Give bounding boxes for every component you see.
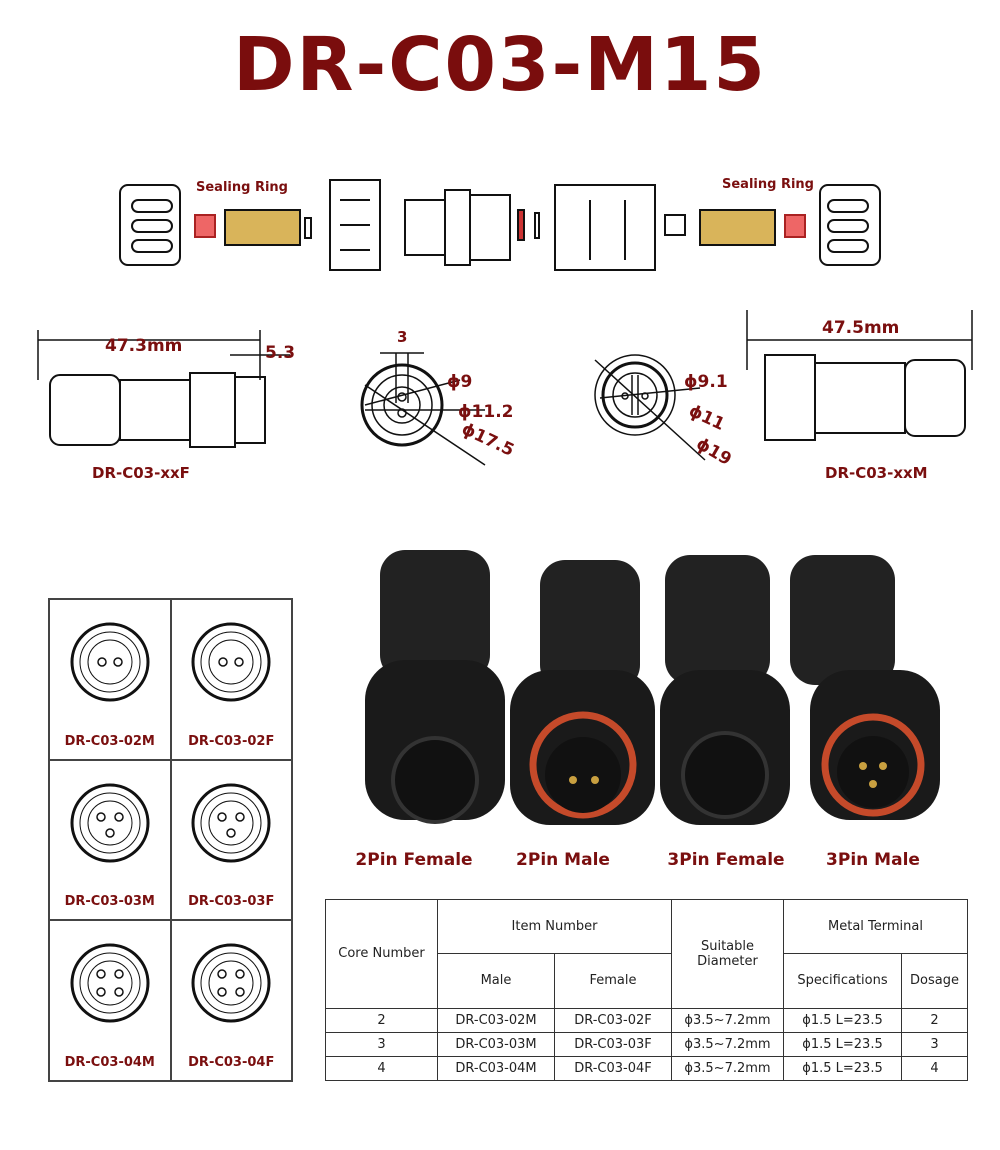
pinout-label: DR-C03-02M (64, 733, 155, 749)
male-model-label: DR-C03-xxM (825, 464, 928, 482)
female-face-drawing (360, 352, 486, 466)
header-core-number: Core Number (325, 899, 438, 1009)
pinout-icon (191, 622, 271, 702)
pinout-label: DR-C03-04M (64, 1055, 155, 1070)
cell-dosage: 3 (901, 1031, 968, 1057)
photo-label: 3Pin Female (667, 850, 785, 870)
pinout-icon (70, 622, 150, 702)
pinout-label: DR-C03-04F (188, 1055, 275, 1070)
header-dosage: Dosage (901, 953, 968, 1009)
cell-male: DR-C03-04M (437, 1055, 555, 1082)
header-female: Female (554, 953, 672, 1009)
female-d1: ϕ9 (447, 372, 473, 392)
exploded-view-drawing (119, 179, 881, 271)
cell-male: DR-C03-02M (437, 1007, 555, 1033)
pinout-cell: DR-C03-02F (170, 599, 292, 760)
cell-dosage: 4 (901, 1055, 968, 1082)
pinout-cell: DR-C03-03M (49, 759, 171, 921)
pinout-cell: DR-C03-03F (170, 759, 292, 921)
cell-dosage: 2 (901, 1007, 968, 1033)
pinout-icon (191, 783, 271, 863)
cell-spec: ϕ1.5 L=23.5 (783, 1055, 902, 1082)
cell-spec: ϕ1.5 L=23.5 (783, 1031, 902, 1057)
cell-diameter: ϕ3.5~7.2mm (671, 1055, 784, 1082)
photo-3pin-male (790, 555, 940, 820)
photo-2pin-male (510, 560, 655, 825)
pin-pitch: 3 (397, 328, 408, 346)
female-length: 47.3mm (105, 336, 183, 356)
cell-spec: ϕ1.5 L=23.5 (783, 1007, 902, 1033)
photo-label: 2Pin Male (516, 850, 610, 870)
pinout-label: DR-C03-03M (64, 894, 155, 910)
pinout-icon (191, 943, 271, 1023)
pinout-label: DR-C03-02F (188, 733, 275, 749)
cell-core: 3 (325, 1031, 438, 1057)
pinout-cell: DR-C03-04F (170, 920, 292, 1081)
sealing-ring-label-left: Sealing Ring (196, 180, 288, 195)
spec-table: Core Number Item Number Suitable Diamete… (325, 898, 968, 1082)
pinout-grid: DR-C03-02M DR-C03-02F DR-C03-03M DR-C03-03F… (48, 598, 293, 1082)
header-item-number: Item Number (437, 898, 672, 955)
pinout-cell: DR-C03-04M (49, 920, 171, 1081)
female-model-label: DR-C03-xxF (92, 464, 190, 482)
page-title: DR-C03-M15 (233, 22, 767, 108)
sealing-ring-label-right: Sealing Ring (722, 177, 814, 192)
male-side-drawing (746, 310, 973, 441)
product-photos (365, 550, 940, 825)
male-d1: ϕ9.1 (684, 372, 728, 392)
cell-female: DR-C03-03F (554, 1031, 672, 1057)
cell-diameter: ϕ3.5~7.2mm (671, 1007, 784, 1033)
header-metal-terminal: Metal Terminal (783, 898, 968, 955)
male-length: 47.5mm (822, 318, 900, 338)
female-thread-length: 5.3 (265, 343, 296, 363)
photo-label: 2Pin Female (355, 850, 473, 870)
female-d2: ϕ11.2 (458, 402, 514, 422)
cell-core: 4 (325, 1055, 438, 1082)
cell-female: DR-C03-02F (554, 1007, 672, 1033)
photo-2pin-female (365, 550, 505, 824)
pinout-icon (70, 783, 150, 863)
cell-diameter: ϕ3.5~7.2mm (671, 1031, 784, 1057)
male-face-drawing (594, 354, 706, 461)
female-side-drawing (37, 330, 290, 448)
header-male: Male (437, 953, 555, 1009)
pinout-icon (70, 943, 150, 1023)
cell-female: DR-C03-04F (554, 1055, 672, 1082)
photo-3pin-female (660, 555, 790, 825)
pinout-label: DR-C03-03F (188, 894, 275, 910)
cell-male: DR-C03-03M (437, 1031, 555, 1057)
cell-core: 2 (325, 1007, 438, 1033)
photo-label: 3Pin Male (826, 850, 920, 870)
header-spec: Specifications (783, 953, 902, 1009)
pinout-cell: DR-C03-02M (49, 599, 171, 760)
header-diameter: Suitable Diameter (671, 899, 784, 1009)
